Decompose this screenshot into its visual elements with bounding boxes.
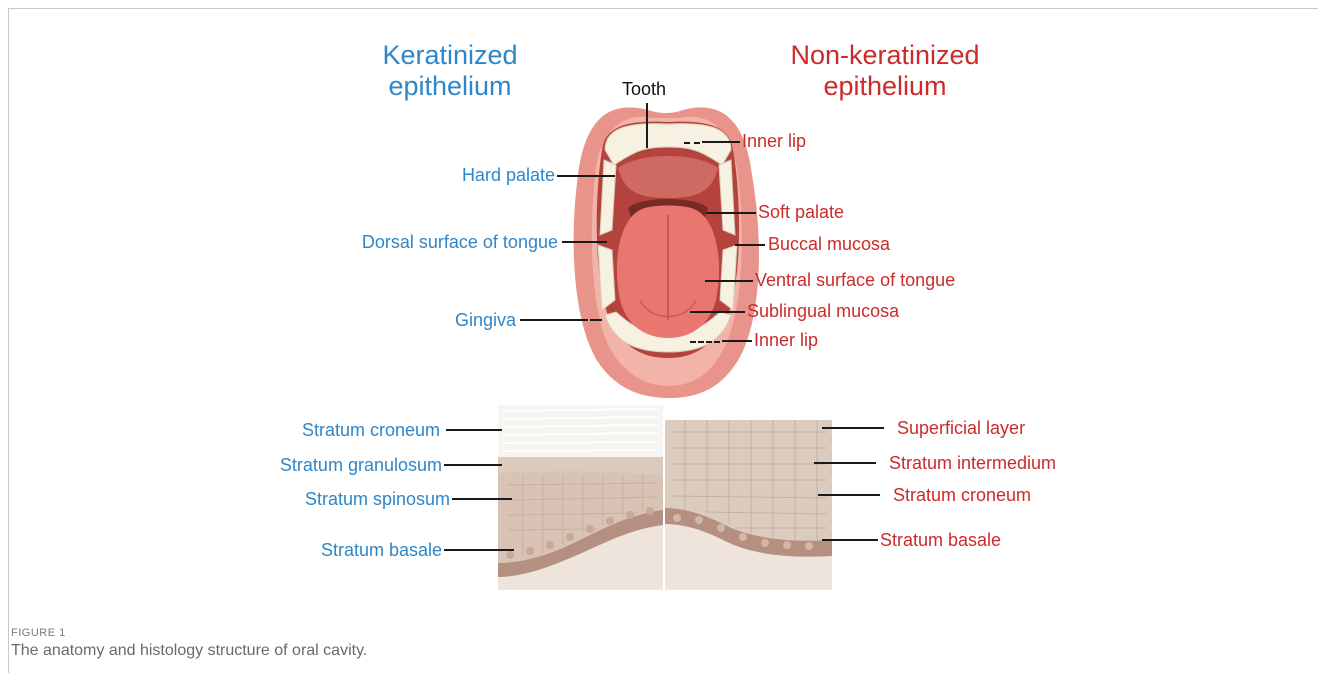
hard-palate-leader xyxy=(557,175,615,177)
stratum-basale-left-leader xyxy=(444,549,514,551)
non-keratinized-histology-panel xyxy=(665,420,832,605)
superficial-layer-leader xyxy=(822,427,884,429)
stratum-spinosum-label: Stratum spinosum xyxy=(250,488,450,510)
stratum-croneum-right-label: Stratum croneum xyxy=(893,484,1031,506)
inner-lip-upper-leader xyxy=(702,141,740,143)
ventral-tongue-leader xyxy=(705,280,753,282)
tooth-label: Tooth xyxy=(622,78,666,100)
buccal-mucosa-label: Buccal mucosa xyxy=(768,233,890,255)
keratinized-histology-panel xyxy=(498,405,663,590)
stratum-croneum-right-leader xyxy=(818,494,880,496)
inner-lip-upper-dashed xyxy=(684,142,700,144)
gingiva-leader-dashed xyxy=(590,319,602,321)
tooth-leader xyxy=(646,103,648,148)
sublingual-mucosa-leader xyxy=(690,311,745,313)
figure-number: FIGURE 1 xyxy=(11,627,66,639)
stratum-granulosum-label: Stratum granulosum xyxy=(200,454,442,476)
hard-palate-label: Hard palate xyxy=(400,164,555,186)
superficial-layer-label: Superficial layer xyxy=(897,417,1025,439)
stratum-intermedium-leader xyxy=(814,462,876,464)
stratum-croneum-label: Stratum croneum xyxy=(250,419,440,441)
inner-lip-lower-dashed xyxy=(690,341,720,343)
inner-lip-lower-leader xyxy=(722,340,752,342)
stratum-basale-left-label: Stratum basale xyxy=(250,539,442,561)
inner-lip-lower-label: Inner lip xyxy=(754,329,818,351)
stratum-basale-right-label: Stratum basale xyxy=(880,529,1001,551)
soft-palate-leader xyxy=(706,212,756,214)
gingiva-label: Gingiva xyxy=(400,309,516,331)
gingiva-leader xyxy=(520,319,588,321)
sublingual-mucosa-label: Sublingual mucosa xyxy=(747,300,899,322)
dorsal-tongue-leader xyxy=(562,241,607,243)
dorsal-tongue-label: Dorsal surface of tongue xyxy=(300,231,558,253)
ventral-tongue-label: Ventral surface of tongue xyxy=(755,269,955,291)
stratum-intermedium-label: Stratum intermedium xyxy=(889,452,1056,474)
inner-lip-upper-label: Inner lip xyxy=(742,130,806,152)
soft-palate-label: Soft palate xyxy=(758,201,844,223)
figure-caption: The anatomy and histology structure of o… xyxy=(11,642,367,660)
stratum-basale-right-leader xyxy=(822,539,878,541)
stratum-granulosum-leader xyxy=(444,464,502,466)
buccal-mucosa-leader xyxy=(735,244,765,246)
stratum-spinosum-leader xyxy=(452,498,512,500)
stratum-croneum-leader xyxy=(446,429,502,431)
